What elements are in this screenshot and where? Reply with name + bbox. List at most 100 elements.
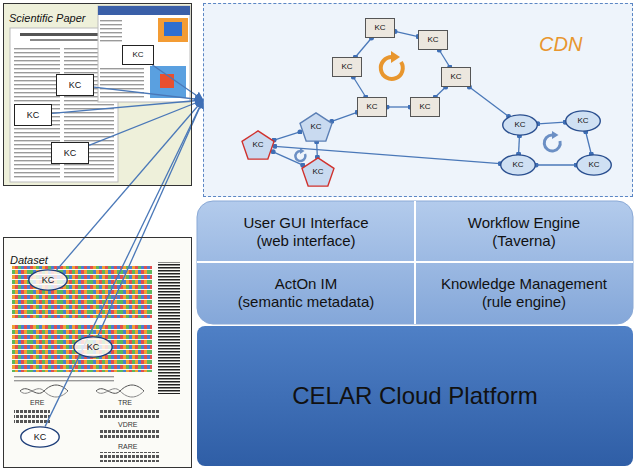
connector: [435, 87, 445, 97]
node-label: KC: [64, 148, 77, 159]
sequence-block: [100, 430, 160, 440]
knowledge-chunk: KC: [357, 97, 387, 117]
knowledge-chunk: KC: [56, 74, 94, 96]
pentagon-shape: [242, 131, 274, 159]
component-band: [197, 201, 633, 324]
knowledge-chunk: KC: [502, 114, 538, 136]
node-label: Workflow Engine (Taverna): [468, 214, 580, 250]
knowledge-chunk: KC: [28, 269, 68, 291]
sequence-label: TRE: [118, 399, 132, 407]
knowledge-chunk: KC: [299, 112, 333, 142]
knowledge-chunk: KC: [500, 154, 536, 176]
cdn-region: CDN KC KC KC KC KC KC KC KC KC KC KC KC KC: [203, 3, 633, 197]
connector: [332, 112, 357, 121]
sequence-alignment: [12, 324, 152, 372]
cycle-arrowhead: [552, 131, 559, 139]
connector: [469, 87, 508, 116]
knowledge-chunk: KC: [332, 57, 362, 77]
node-label: KC: [450, 72, 461, 82]
node-label: KC: [252, 140, 263, 150]
connector: [52, 100, 203, 113]
panel-ground: [3, 237, 192, 468]
connector: [586, 132, 592, 154]
node-label: KC: [310, 122, 321, 132]
component-cell: ActOn IM (semantic metadata): [197, 262, 415, 324]
poster-figure: [160, 74, 174, 88]
sequence-block: [100, 452, 160, 462]
gel-strip: [158, 262, 180, 394]
node-label: KC: [87, 342, 100, 353]
node-label: KC: [419, 102, 430, 112]
connector: [387, 106, 410, 107]
source-panel: Scientific PaperKCKCKCKC: [3, 3, 192, 186]
band-divider: [197, 261, 633, 263]
node-label: User GUI Interface (web interface): [243, 214, 368, 250]
connector: [439, 50, 450, 67]
node-label: KC: [42, 275, 55, 286]
ellipse-shape: [501, 155, 536, 175]
ellipse-shape: [577, 155, 612, 175]
poster-text: [100, 18, 122, 42]
connector: [518, 136, 520, 154]
dataset-notes: [14, 376, 114, 384]
knowledge-chunk: KC: [410, 97, 440, 117]
ellipse-shape: [503, 115, 538, 135]
node-label: KC: [374, 23, 385, 33]
node-label: Scientific Paper: [9, 12, 85, 25]
ellipse-shape: [566, 111, 601, 131]
node-label: KC: [312, 167, 323, 177]
poster-figure: [158, 18, 188, 42]
connector: [98, 100, 203, 336]
connector: [274, 132, 300, 140]
component-cell: Knowledge Management (rule engine): [415, 262, 633, 324]
node-label: KC: [34, 432, 47, 443]
knowledge-chunk: KC: [14, 104, 52, 126]
sequence-label: VDRE: [118, 421, 137, 429]
poster-text: [100, 68, 144, 98]
panel-ground: [3, 3, 192, 186]
sequence-block: [14, 410, 50, 424]
node-label: Knowledge Management (rule engine): [441, 275, 607, 311]
knowledge-chunk: KC: [565, 110, 601, 132]
sequence-label: RARE: [118, 443, 137, 451]
connector: [94, 87, 203, 100]
poster-header: [98, 6, 190, 15]
knowledge-chunk: KC: [241, 130, 275, 160]
poster-figure: [164, 22, 182, 36]
cdn-ground: [203, 3, 633, 197]
knowledge-chunk: KC: [20, 426, 60, 448]
node-label: CDN: [539, 32, 582, 56]
connector: [45, 100, 203, 426]
knowledge-chunk: KC: [301, 157, 335, 187]
pentagon-shape: [302, 158, 334, 186]
node-label: ActOn IM (semantic metadata): [238, 275, 375, 311]
connector: [536, 164, 576, 165]
node-label: KC: [512, 160, 523, 170]
ellipse-shape: [21, 427, 59, 447]
connector: [353, 77, 366, 97]
paper-title: [20, 33, 108, 36]
node-label: KC: [514, 120, 525, 130]
dna-helix: [96, 389, 144, 397]
connector: [355, 38, 371, 57]
node-label: KC: [366, 102, 377, 112]
poster-figure: [150, 66, 186, 98]
node-label: KC: [341, 62, 352, 72]
knowledge-chunk: KC: [576, 154, 612, 176]
knowledge-chunk: KC: [365, 18, 395, 38]
poster: [98, 6, 190, 102]
component-cell: Workflow Engine (Taverna): [415, 201, 633, 262]
knowledge-chunk: KC: [418, 30, 448, 50]
paper-authors: [30, 39, 98, 41]
node-label: KC: [132, 50, 143, 60]
ellipse-shape: [74, 337, 112, 357]
connector: [395, 31, 418, 36]
node-label: KC: [588, 160, 599, 170]
knowledge-chunk: KC: [73, 336, 113, 358]
platform-ground: [197, 326, 633, 466]
sequence-label: ERE: [30, 399, 44, 407]
knowledge-chunk: KC: [51, 142, 89, 164]
sequence-block: [100, 408, 160, 418]
source-panel: DatasetKCKCKC: [3, 237, 192, 468]
knowledge-chunk: KC: [441, 67, 471, 87]
